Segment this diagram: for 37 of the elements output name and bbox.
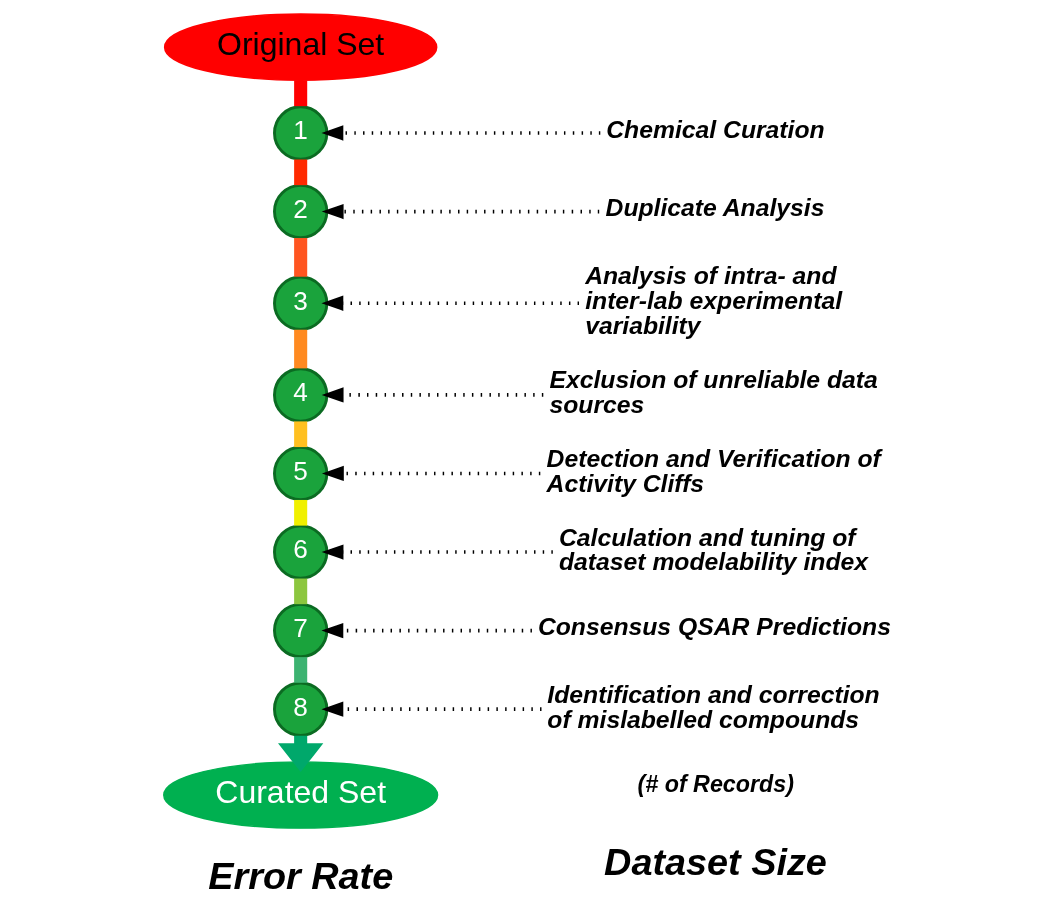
node-circle: 2	[272, 183, 328, 240]
node-circle: 3	[272, 275, 328, 331]
arrow	[320, 295, 579, 311]
node-circle: 6	[272, 524, 328, 580]
connector	[293, 80, 307, 107]
connector	[293, 499, 307, 526]
label: Error Rate	[207, 854, 393, 897]
node-circle: 7	[272, 602, 328, 659]
connector	[293, 329, 307, 369]
arrow	[321, 465, 540, 482]
node-circle: 1	[272, 105, 328, 161]
label: Dataset Size	[603, 841, 827, 884]
node-text: Identification and correction of mislabelled compounds	[546, 680, 880, 733]
node-circle: 4	[272, 367, 328, 423]
node-text: Analysis of intra- and inter-lab experimental variability	[584, 262, 842, 339]
node-text: Consensus QSAR Predictions	[537, 613, 891, 641]
connector	[293, 238, 307, 277]
node-ellipse: Original Set	[163, 13, 437, 81]
arrow	[320, 701, 541, 717]
arrow	[321, 544, 553, 560]
arrow	[320, 125, 600, 141]
node-circle: 5	[272, 445, 328, 502]
connector	[293, 159, 307, 186]
arrow	[321, 203, 599, 220]
connector	[293, 657, 307, 683]
connector	[293, 421, 307, 448]
label: (# of Records)	[637, 770, 794, 797]
node-text: Exclusion of unreliable data sources	[549, 366, 878, 419]
node-text: Calculation and tuning of dataset modelability index	[558, 523, 868, 576]
node-ellipse: Curated Set	[162, 761, 438, 829]
arrow	[320, 622, 532, 639]
connector	[293, 578, 307, 605]
node-text: Chemical Curation	[605, 115, 825, 143]
node-text: Duplicate Analysis	[605, 194, 824, 222]
node-circle: 8	[272, 681, 328, 737]
node-text: Detection and Verification of Activity Cliffs	[546, 445, 881, 497]
arrow	[321, 387, 543, 403]
